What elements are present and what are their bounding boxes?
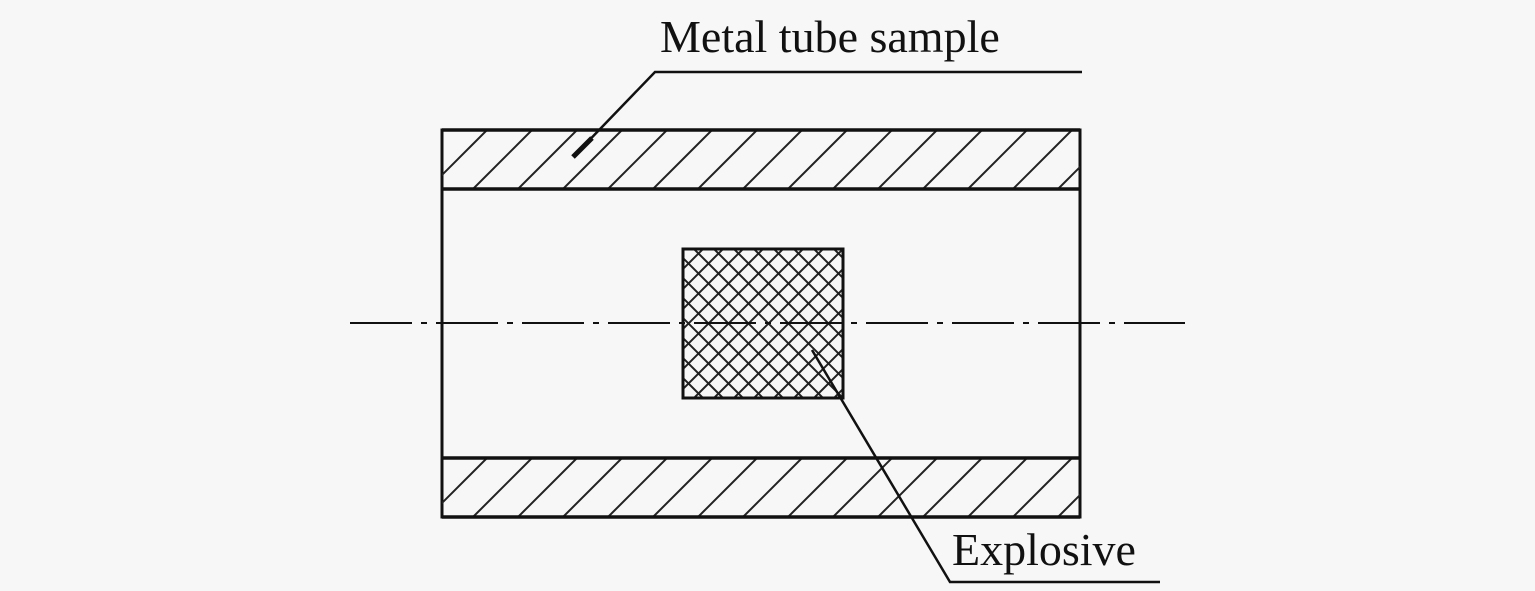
hatch-pattern-bottom	[442, 458, 1162, 517]
explosive-leader-line	[810, 349, 1160, 584]
hatch-line	[652, 458, 713, 517]
hatch-line	[607, 458, 668, 517]
hatch-line	[652, 130, 713, 189]
hatch-line	[697, 130, 758, 189]
crosshatch-line	[773, 249, 843, 320]
hatch-line	[442, 130, 488, 177]
explosive-label: Explosive	[952, 524, 1136, 575]
hatch-line	[697, 458, 758, 517]
hatch-line	[877, 130, 938, 189]
crosshatch-line	[683, 336, 744, 398]
crosshatch-line	[683, 316, 764, 398]
hatch-line	[832, 130, 893, 189]
hatch-line	[1103, 458, 1162, 517]
crosshatch-line	[813, 249, 843, 280]
tube-wall-top	[442, 128, 1162, 191]
hatch-line	[787, 458, 848, 517]
hatch-pattern-top	[442, 130, 1162, 189]
tube-leader-line	[574, 70, 1082, 156]
hatch-line	[1103, 130, 1162, 189]
hatch-line	[1012, 458, 1073, 517]
hatch-line	[832, 458, 893, 517]
hatch-line	[442, 130, 443, 132]
crosshatch-line	[793, 249, 843, 300]
hatch-line	[517, 130, 578, 189]
hatch-line	[922, 458, 983, 517]
hatch-line	[472, 130, 533, 189]
hatch-line	[562, 130, 623, 189]
hatch-line	[742, 130, 803, 189]
hatch-line	[1057, 493, 1080, 517]
hatch-line	[922, 130, 983, 189]
tube-wall-bottom	[442, 456, 1162, 519]
tube-leader-arrow-tip	[571, 136, 594, 159]
hatch-line	[967, 130, 1028, 189]
hatch-line	[472, 458, 533, 517]
hatch-line	[562, 458, 623, 517]
hatch-line	[442, 458, 488, 505]
hatch-line	[1012, 130, 1073, 189]
hatch-line	[877, 458, 938, 517]
hatch-line	[607, 130, 668, 189]
hatch-line	[742, 458, 803, 517]
hatch-line	[517, 458, 578, 517]
crosshatch-line	[683, 356, 724, 398]
hatch-line	[787, 130, 848, 189]
tube-label: Metal tube sample	[660, 11, 1000, 62]
hatch-line	[1057, 165, 1080, 189]
hatch-line	[967, 458, 1028, 517]
hatch-line	[442, 458, 443, 460]
